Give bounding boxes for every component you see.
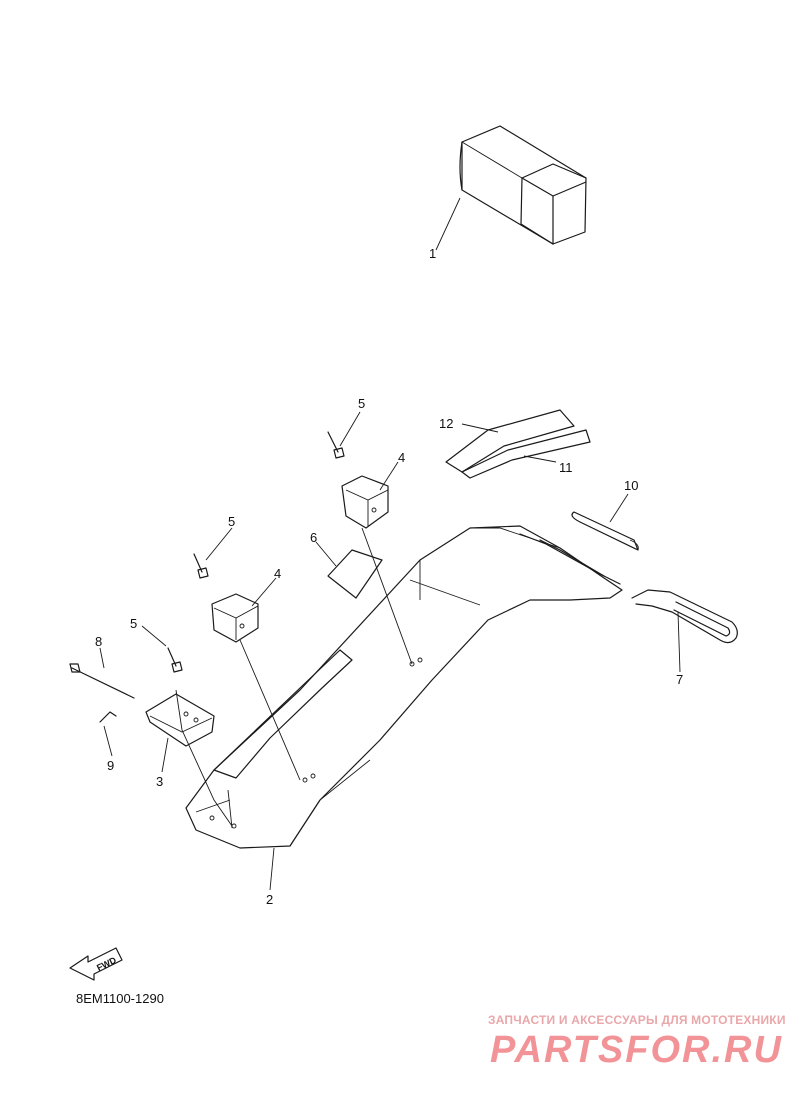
callout-6: 6: [310, 530, 317, 545]
callout-9: 9: [107, 758, 114, 773]
part-5-rivets: [167, 431, 345, 673]
callout-4-lower: 4: [274, 566, 281, 581]
watermark-logo: ЗАПЧАСТИ И АКСЕССУАРЫ ДЛЯ МОТОТЕХНИКИ PA…: [488, 1013, 786, 1071]
part-6-sticker: [327, 549, 383, 599]
callout-3: 3: [156, 774, 163, 789]
diagram-code: 8EM1100-1290: [76, 991, 164, 1006]
callout-1: 1: [429, 246, 436, 261]
callout-5-lower: 5: [130, 616, 137, 631]
callout-12: 12: [439, 416, 453, 431]
part-3-bracket: [145, 693, 215, 747]
callout-10: 10: [624, 478, 638, 493]
leader-lines: [99, 197, 681, 891]
callout-11: 11: [559, 460, 573, 475]
callout-2: 2: [266, 892, 273, 907]
watermark-logo-text: PARTSFOR.RU: [490, 1029, 783, 1071]
fwd-arrow-icon: FWD: [69, 947, 123, 981]
part-9-pin: [99, 711, 117, 723]
callout-5-middle: 5: [228, 514, 235, 529]
part-7-handle: [631, 589, 738, 644]
fwd-label: FWD: [95, 955, 118, 973]
callout-4-upper: 4: [398, 450, 405, 465]
watermark-tagline: ЗАПЧАСТИ И АКСЕССУАРЫ ДЛЯ МОТОТЕХНИКИ: [488, 1013, 786, 1027]
part-8-bolt: [69, 663, 135, 699]
part-10-tube: [571, 511, 639, 551]
callout-7: 7: [676, 672, 683, 687]
callout-5-upper: 5: [358, 396, 365, 411]
part-4-bracket-upper: [341, 475, 389, 529]
part-4-bracket-lower: [211, 593, 259, 643]
part-1-box: [459, 125, 587, 245]
part-2-tray: [185, 525, 623, 849]
callout-8: 8: [95, 634, 102, 649]
